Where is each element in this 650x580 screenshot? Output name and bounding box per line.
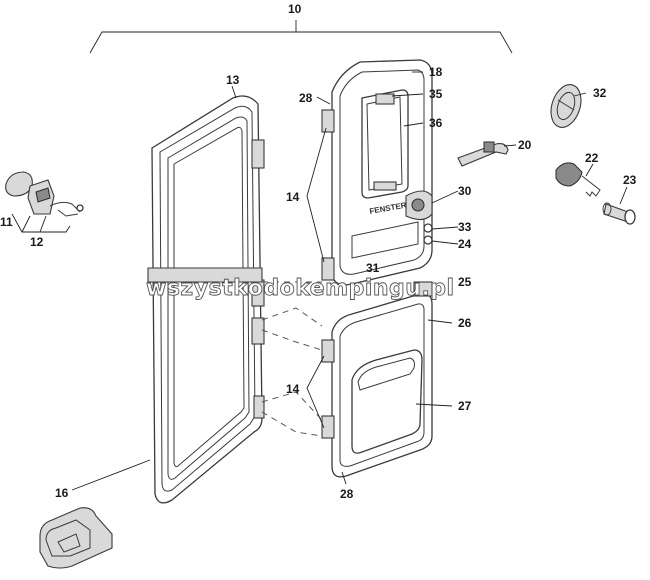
label-14-lower: 14 [286,382,300,396]
label-10: 10 [288,2,302,16]
label-14-upper: 14 [286,190,300,204]
label-33: 33 [458,220,472,234]
label-18: 18 [429,65,443,79]
door-frame-part [147,95,265,504]
label-12: 12 [30,235,44,249]
handle-part [457,141,509,167]
leader-lines [11,71,628,491]
lower-door-part [321,281,433,478]
label-13: 13 [226,73,240,87]
label-24: 24 [458,237,472,251]
key-part [555,162,601,197]
label-32: 32 [593,86,607,100]
part-labels: 10 13 18 28 35 36 32 20 22 23 14 30 33 2… [0,2,637,501]
seal-profile-part [39,507,113,569]
latch-parts [5,171,84,217]
watermark-text: wszystkodokempingu.pl [146,276,455,301]
upper-door-part: FENSTER [321,59,433,286]
label-35: 35 [429,87,443,101]
label-30: 30 [458,184,472,198]
label-23: 23 [623,173,637,187]
label-16: 16 [55,486,69,500]
badge-part [550,84,582,128]
assembly-bracket [89,20,513,54]
label-31: 31 [366,261,380,275]
label-27: 27 [458,399,472,413]
label-28-lower: 28 [340,487,354,501]
label-28-upper: 28 [299,91,313,105]
label-11: 11 [0,215,13,229]
lock-cylinder-part [602,202,636,225]
label-36: 36 [429,116,443,130]
label-26: 26 [458,316,472,330]
label-22: 22 [585,151,599,165]
label-25: 25 [458,275,472,289]
assembly-lines [261,281,323,437]
label-20: 20 [518,138,532,152]
